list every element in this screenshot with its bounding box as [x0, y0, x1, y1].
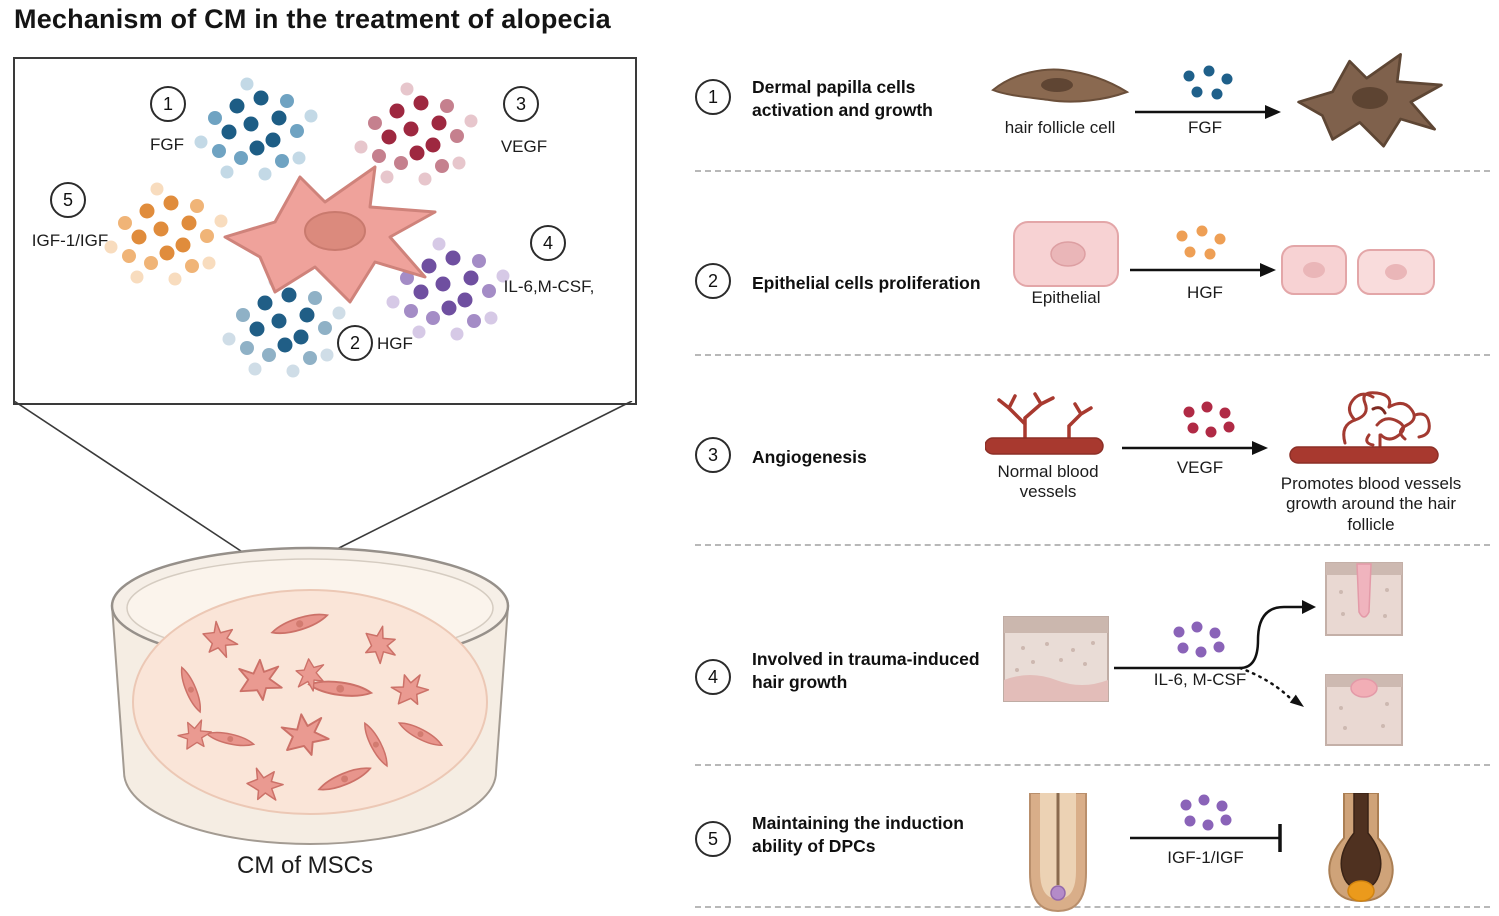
skin-section-icon	[1003, 616, 1109, 702]
row3-title: Angiogenesis	[752, 447, 867, 467]
row2-source-label: Epithelial	[1031, 288, 1101, 307]
igf-dots-small-icon	[1180, 794, 1232, 831]
panel-number-5: 5	[50, 182, 86, 218]
row2-factor-label: HGF	[1187, 283, 1223, 302]
row4-number: 4	[695, 659, 731, 695]
petri-dish-icon	[110, 546, 510, 845]
row5-title: Maintaining the induction ability of DPC…	[752, 813, 964, 856]
secretome-graphic	[104, 77, 510, 378]
vegf-dots-icon	[354, 82, 478, 186]
row3-source-label: Normal blood vessels	[997, 462, 1099, 502]
row1-source-label: hair follicle cell	[1004, 118, 1116, 137]
hgf-dots-icon	[222, 274, 346, 378]
row2-arrow-icon	[1130, 263, 1276, 277]
panel-label-il6: IL-6,M-CSF,	[503, 277, 595, 296]
epithelial-cell-icon	[1013, 221, 1119, 287]
angiogenic-vessel-icon	[1289, 391, 1439, 464]
row4-factor-label: IL-6, M-CSF	[1153, 670, 1247, 689]
activated-dpc-icon	[1297, 53, 1443, 148]
fgf-dots-icon	[194, 77, 318, 181]
magnifier-funnel-lines	[13, 401, 633, 558]
dish-label: CM of MSCs	[236, 852, 373, 879]
row3-result-label: Promotes blood vessels growth around the…	[1280, 474, 1462, 534]
panel-label-igf: IGF-1/IGF	[31, 231, 109, 250]
row5-inhibition-bar-icon	[1130, 824, 1282, 852]
vegf-dots-small-icon	[1183, 401, 1235, 438]
row5-factor-label: IGF-1/IGF	[1167, 848, 1244, 867]
row5-number: 5	[695, 821, 731, 857]
row2-title: Epithelial cells proliferation	[752, 273, 981, 293]
panel-label-vegf: VEGF	[500, 137, 548, 156]
msc-cell-icon	[223, 165, 437, 304]
il6-dots-small-icon	[1173, 621, 1225, 658]
healed-skin-follicle-icon	[1325, 562, 1403, 636]
row4-branch-arrows-icon	[1114, 600, 1316, 707]
separator-5	[695, 906, 1490, 908]
panel-label-hgf: HGF	[377, 334, 413, 353]
wounded-skin-icon	[1325, 674, 1403, 746]
panel-number-1: 1	[150, 86, 186, 122]
separator-3	[695, 544, 1490, 546]
row1-arrow-icon	[1135, 105, 1281, 119]
row3-number: 3	[695, 437, 731, 473]
hair-follicle-icon	[1029, 793, 1087, 913]
row3-factor-label: VEGF	[1176, 458, 1224, 477]
hair-bulb-icon	[1328, 793, 1394, 903]
proliferated-epithelial-cells-icon	[1281, 245, 1435, 295]
separator-2	[695, 354, 1490, 356]
row4-title: Involved in trauma-induced hair growth	[752, 649, 980, 692]
row2-number: 2	[695, 263, 731, 299]
separator-4	[695, 764, 1490, 766]
fgf-dots-small-icon	[1183, 65, 1233, 100]
figure-title: Mechanism of CM in the treatment of alop…	[14, 4, 611, 34]
hgf-dots-small-icon	[1176, 225, 1226, 260]
panel-number-4: 4	[530, 225, 566, 261]
panel-label-fgf: FGF	[150, 135, 184, 154]
igf-dots-icon	[104, 182, 228, 286]
row3-arrow-icon	[1122, 441, 1268, 455]
il6-mcsf-dots-icon	[386, 237, 510, 341]
row1-factor-label: FGF	[1188, 118, 1222, 137]
normal-blood-vessel-icon	[985, 392, 1104, 455]
msc-secretome-panel: 1 FGF 3 VEGF 5 IGF-1/IGF 4 IL-6,M-CSF, 2…	[13, 57, 637, 405]
hair-follicle-cell-icon	[991, 68, 1130, 103]
separator-1	[695, 170, 1490, 172]
row1-number: 1	[695, 79, 731, 115]
panel-number-2: 2	[337, 325, 373, 361]
panel-number-3: 3	[503, 86, 539, 122]
row1-title: Dermal papilla cells activation and grow…	[752, 77, 933, 120]
